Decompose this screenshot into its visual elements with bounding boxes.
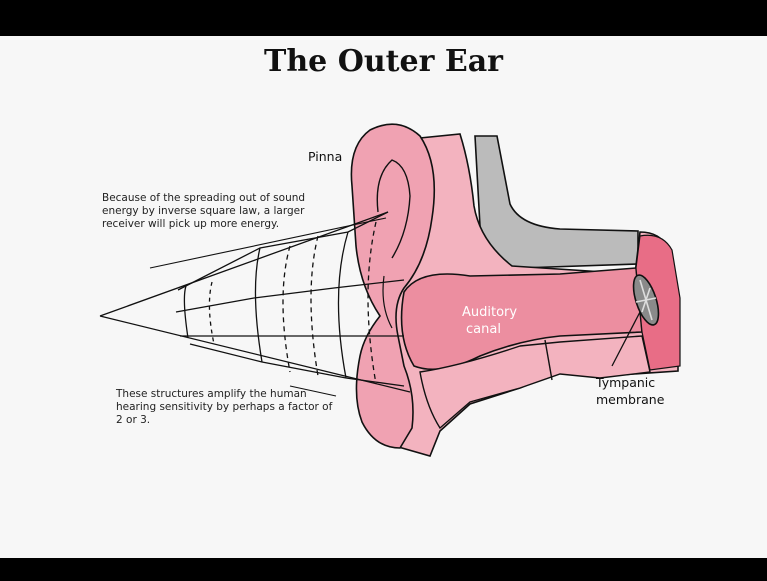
bone-region bbox=[475, 136, 638, 268]
tympanic-line1: Tympanic bbox=[596, 374, 664, 391]
auditory-canal-line2: canal bbox=[462, 321, 517, 338]
spreading-note: Because of the spreading out of sound en… bbox=[102, 192, 312, 231]
pinna-label: Pinna bbox=[308, 149, 342, 164]
tympanic-membrane-label: Tympanic membrane bbox=[596, 374, 664, 408]
auditory-canal-line1: Auditory bbox=[462, 304, 517, 321]
amplify-note: These structures amplify the human heari… bbox=[116, 388, 336, 427]
outer-ear-diagram bbox=[0, 36, 767, 558]
slide: The Outer Ear bbox=[0, 36, 767, 558]
tympanic-line2: membrane bbox=[596, 391, 664, 408]
auditory-canal-label: Auditory canal bbox=[462, 304, 517, 338]
